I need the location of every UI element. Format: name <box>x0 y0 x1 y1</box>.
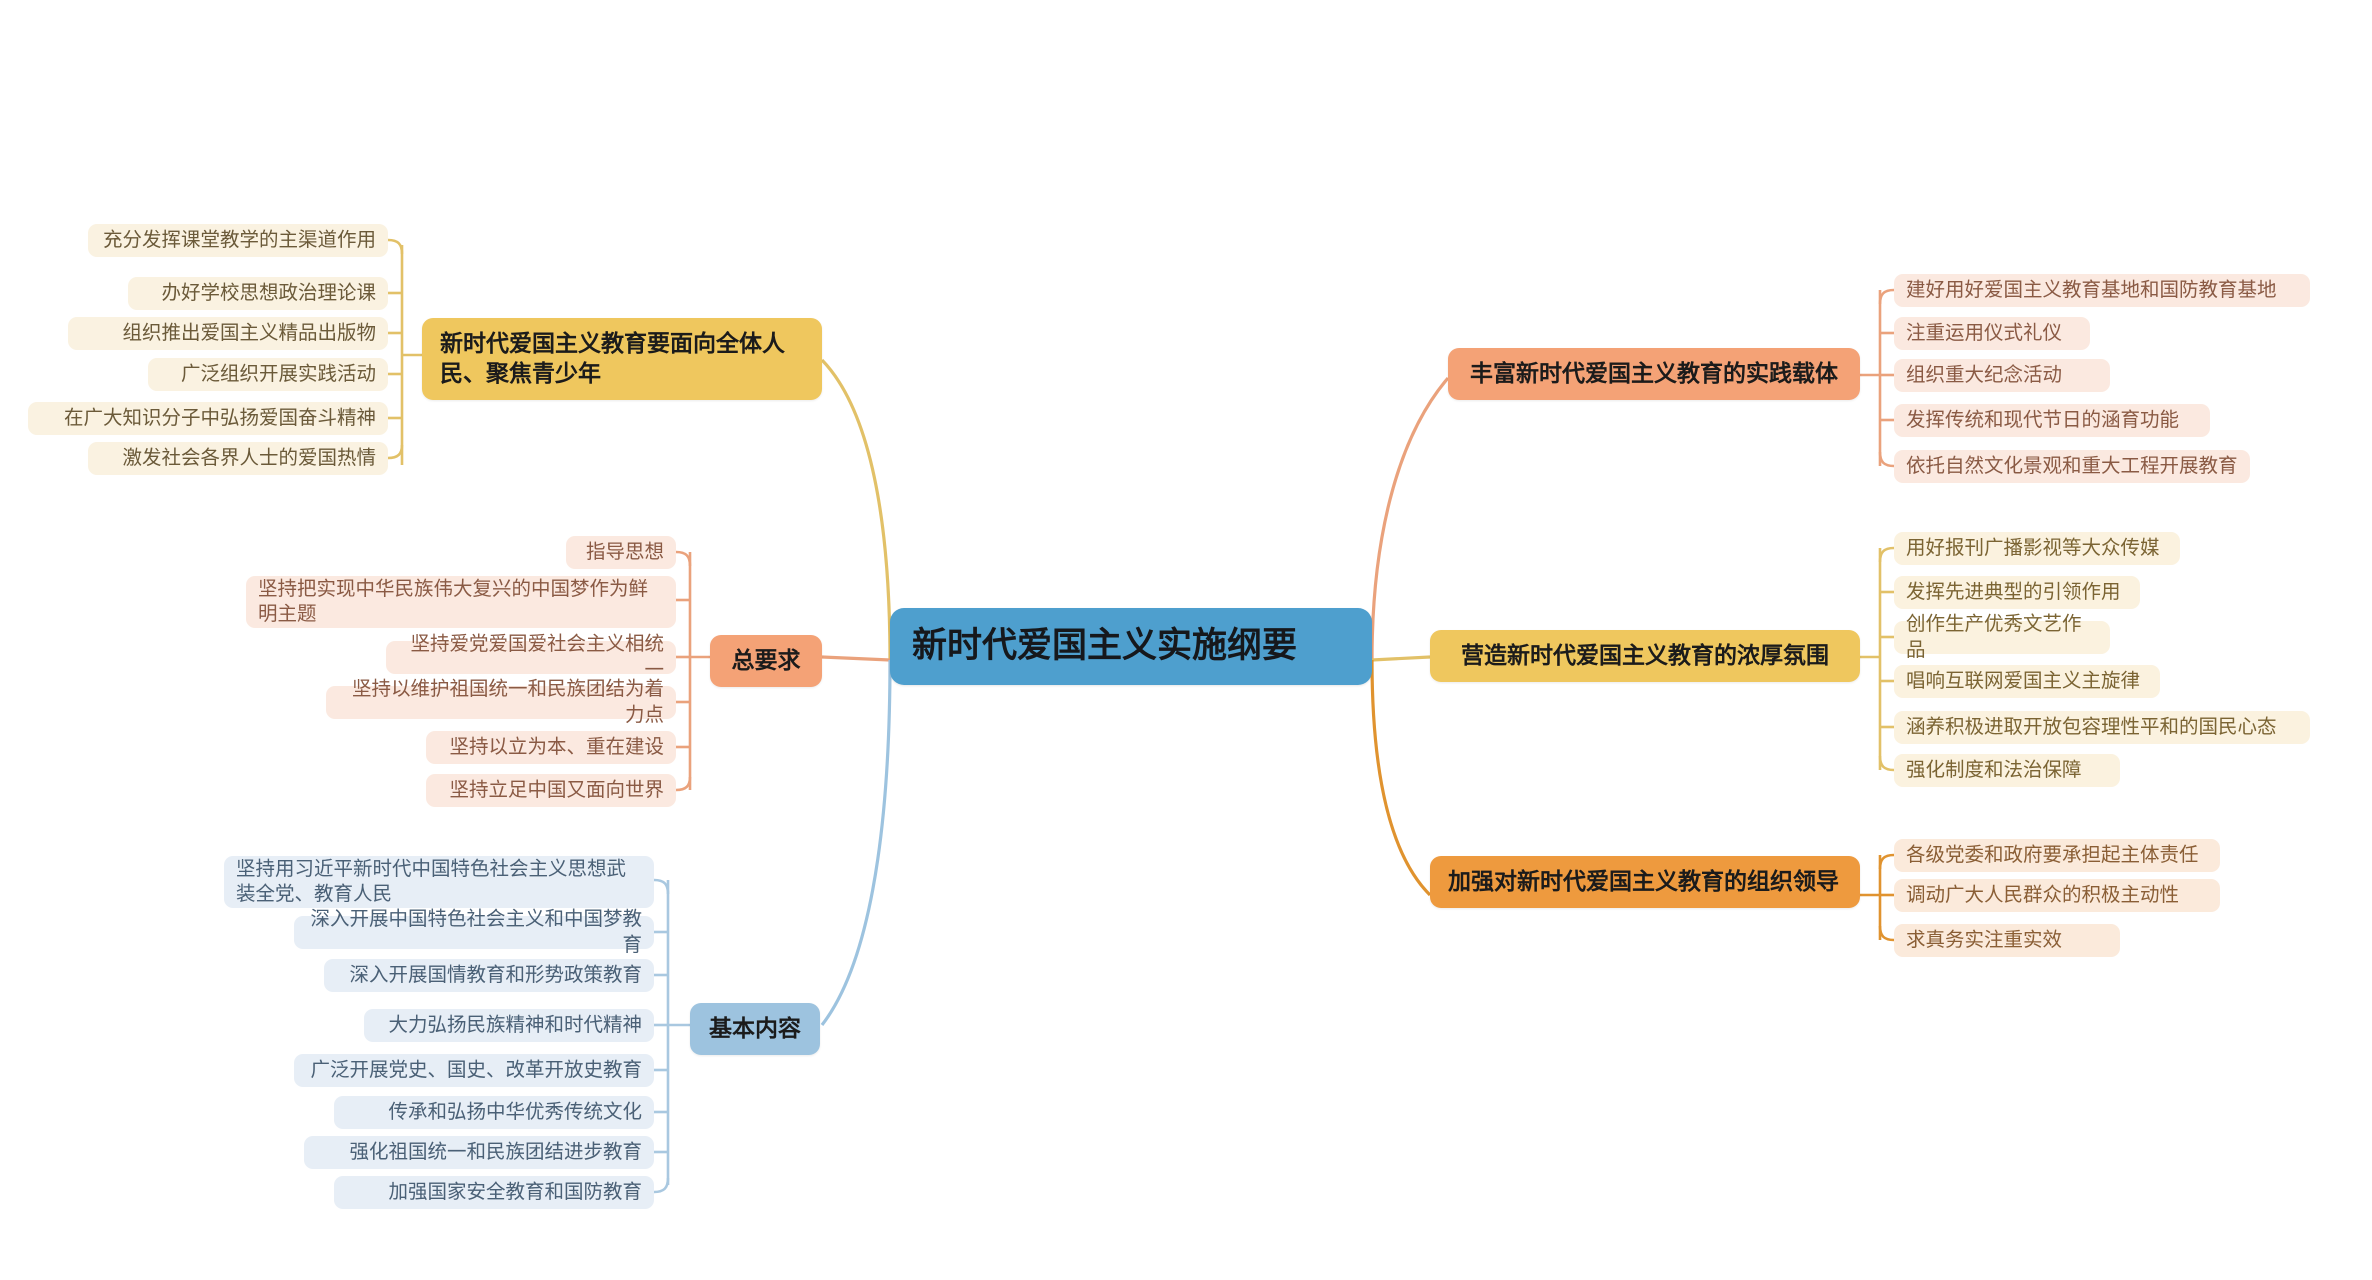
leaf-node-label: 大力弘扬民族精神和时代精神 <box>388 1013 642 1036</box>
leaf-node-label: 建好用好爱国主义教育基地和国防教育基地 <box>1906 278 2277 301</box>
leaf-node-label: 在广大知识分子中弘扬爱国奋斗精神 <box>63 406 376 429</box>
leaf-node-label: 创作生产优秀文艺作品 <box>1906 613 2082 661</box>
leaf-node[interactable]: 各级党委和政府要承担起主体责任 <box>1894 839 2220 872</box>
leaf-node-label: 发挥先进典型的引领作用 <box>1906 580 2121 603</box>
leaf-node[interactable]: 坚持以维护祖国统一和民族团结为着力点 <box>326 678 676 726</box>
leaf-node[interactable]: 激发社会各界人士的爱国热情 <box>88 442 388 475</box>
branch-node-atmosphere-label: 营造新时代爱国主义教育的浓厚氛围 <box>1461 642 1829 668</box>
leaf-node-label: 发挥传统和现代节日的涵育功能 <box>1906 408 2180 431</box>
leaf-node[interactable]: 强化祖国统一和民族团结进步教育 <box>304 1136 654 1169</box>
leaf-node[interactable]: 坚持立足中国又面向世界 <box>426 774 676 807</box>
leaf-node-label: 各级党委和政府要承担起主体责任 <box>1906 843 2199 866</box>
leaf-node[interactable]: 组织重大纪念活动 <box>1894 359 2110 392</box>
leaf-node-label: 广泛组织开展实践活动 <box>180 362 376 385</box>
leaf-node-label: 办好学校思想政治理论课 <box>161 281 376 304</box>
leaf-node-label: 注重运用仪式礼仪 <box>1906 321 2063 344</box>
leaf-node[interactable]: 发挥先进典型的引领作用 <box>1894 576 2140 609</box>
leaf-node[interactable]: 广泛开展党史、国史、改革开放史教育 <box>294 1054 654 1087</box>
leaf-node[interactable]: 创作生产优秀文艺作品 <box>1894 613 2110 661</box>
leaf-node-label: 涵养积极进取开放包容理性平和的国民心态 <box>1906 715 2277 738</box>
branch-node-content[interactable]: 基本内容 <box>690 1003 820 1055</box>
leaf-node-label: 组织推出爱国主义精品出版物 <box>122 321 376 344</box>
leaf-node-label: 坚持以立为本、重在建设 <box>449 735 664 758</box>
leaf-node[interactable]: 在广大知识分子中弘扬爱国奋斗精神 <box>28 402 388 435</box>
branch-node-leadership[interactable]: 加强对新时代爱国主义教育的组织领导 <box>1430 856 1860 908</box>
leaf-node[interactable]: 组织推出爱国主义精品出版物 <box>68 317 388 350</box>
leaf-node-label: 用好报刊广播影视等大众传媒 <box>1906 536 2160 559</box>
leaf-node[interactable]: 坚持用习近平新时代中国特色社会主义思想武装全党、教育人民 <box>224 856 654 908</box>
leaf-node-label: 加强国家安全教育和国防教育 <box>388 1180 642 1203</box>
leaf-node-label: 强化祖国统一和民族团结进步教育 <box>349 1140 642 1163</box>
leaf-node[interactable]: 坚持把实现中华民族伟大复兴的中国梦作为鲜明主题 <box>246 576 676 628</box>
leaf-node-label: 广泛开展党史、国史、改革开放史教育 <box>310 1058 642 1081</box>
leaf-node[interactable]: 发挥传统和现代节日的涵育功能 <box>1894 404 2210 437</box>
branch-node-audience-label: 新时代爱国主义教育要面向全体人民、聚焦青少年 <box>440 330 785 386</box>
leaf-node-label: 依托自然文化景观和重大工程开展教育 <box>1906 454 2238 477</box>
branch-node-requirements[interactable]: 总要求 <box>710 635 822 687</box>
branch-node-audience[interactable]: 新时代爱国主义教育要面向全体人民、聚焦青少年 <box>422 318 822 400</box>
branch-node-carriers-label: 丰富新时代爱国主义教育的实践载体 <box>1470 360 1838 386</box>
leaf-node-label: 深入开展中国特色社会主义和中国梦教育 <box>310 908 642 956</box>
leaf-node-label: 深入开展国情教育和形势政策教育 <box>349 963 642 986</box>
leaf-node[interactable]: 深入开展中国特色社会主义和中国梦教育 <box>294 908 654 956</box>
leaf-node[interactable]: 办好学校思想政治理论课 <box>128 277 388 310</box>
leaf-node-label: 指导思想 <box>585 540 664 563</box>
root-node-label: 新时代爱国主义实施纲要 <box>912 626 1298 665</box>
leaf-node[interactable]: 广泛组织开展实践活动 <box>148 358 388 391</box>
leaf-node[interactable]: 大力弘扬民族精神和时代精神 <box>364 1009 654 1042</box>
leaf-node-label: 组织重大纪念活动 <box>1906 363 2063 386</box>
leaf-node[interactable]: 依托自然文化景观和重大工程开展教育 <box>1894 450 2250 483</box>
leaf-node-label: 坚持以维护祖国统一和民族团结为着力点 <box>351 678 664 726</box>
leaf-node-label: 传承和弘扬中华优秀传统文化 <box>388 1100 642 1123</box>
branch-node-atmosphere[interactable]: 营造新时代爱国主义教育的浓厚氛围 <box>1430 630 1860 682</box>
leaf-node-label: 调动广大人民群众的积极主动性 <box>1906 883 2180 906</box>
leaf-node-label: 坚持立足中国又面向世界 <box>449 778 664 801</box>
leaf-node[interactable]: 坚持以立为本、重在建设 <box>426 731 676 764</box>
leaf-node-label: 坚持爱党爱国爱社会主义相统一 <box>410 633 664 681</box>
leaf-node[interactable]: 求真务实注重实效 <box>1894 924 2120 957</box>
leaf-node[interactable]: 涵养积极进取开放包容理性平和的国民心态 <box>1894 711 2310 744</box>
branch-node-carriers[interactable]: 丰富新时代爱国主义教育的实践载体 <box>1448 348 1860 400</box>
leaf-node[interactable]: 加强国家安全教育和国防教育 <box>334 1176 654 1209</box>
leaf-node-label: 强化制度和法治保障 <box>1906 758 2082 781</box>
leaf-node[interactable]: 强化制度和法治保障 <box>1894 754 2120 787</box>
leaf-node[interactable]: 建好用好爱国主义教育基地和国防教育基地 <box>1894 274 2310 307</box>
leaf-node[interactable]: 调动广大人民群众的积极主动性 <box>1894 879 2220 912</box>
leaf-node-label: 充分发挥课堂教学的主渠道作用 <box>102 228 376 251</box>
leaf-node[interactable]: 充分发挥课堂教学的主渠道作用 <box>88 224 388 257</box>
leaf-node[interactable]: 传承和弘扬中华优秀传统文化 <box>334 1096 654 1129</box>
leaf-node-label: 坚持用习近平新时代中国特色社会主义思想武装全党、教育人民 <box>236 858 627 905</box>
leaf-node-label: 坚持把实现中华民族伟大复兴的中国梦作为鲜明主题 <box>258 578 649 625</box>
leaf-node[interactable]: 坚持爱党爱国爱社会主义相统一 <box>386 633 676 681</box>
leaf-node-label: 唱响互联网爱国主义主旋律 <box>1906 669 2141 692</box>
leaf-node[interactable]: 深入开展国情教育和形势政策教育 <box>324 959 654 992</box>
leaf-node[interactable]: 用好报刊广播影视等大众传媒 <box>1894 532 2180 565</box>
root-node[interactable]: 新时代爱国主义实施纲要 <box>890 608 1372 685</box>
leaf-node-label: 求真务实注重实效 <box>1906 928 2063 951</box>
leaf-node[interactable]: 唱响互联网爱国主义主旋律 <box>1894 665 2160 698</box>
branch-node-content-label: 基本内容 <box>709 1015 801 1041</box>
leaf-node[interactable]: 注重运用仪式礼仪 <box>1894 317 2090 350</box>
leaf-node[interactable]: 指导思想 <box>566 536 676 569</box>
leaf-node-label: 激发社会各界人士的爱国热情 <box>122 446 376 469</box>
branch-node-leadership-label: 加强对新时代爱国主义教育的组织领导 <box>1448 868 1839 894</box>
branch-node-requirements-label: 总要求 <box>731 647 801 673</box>
